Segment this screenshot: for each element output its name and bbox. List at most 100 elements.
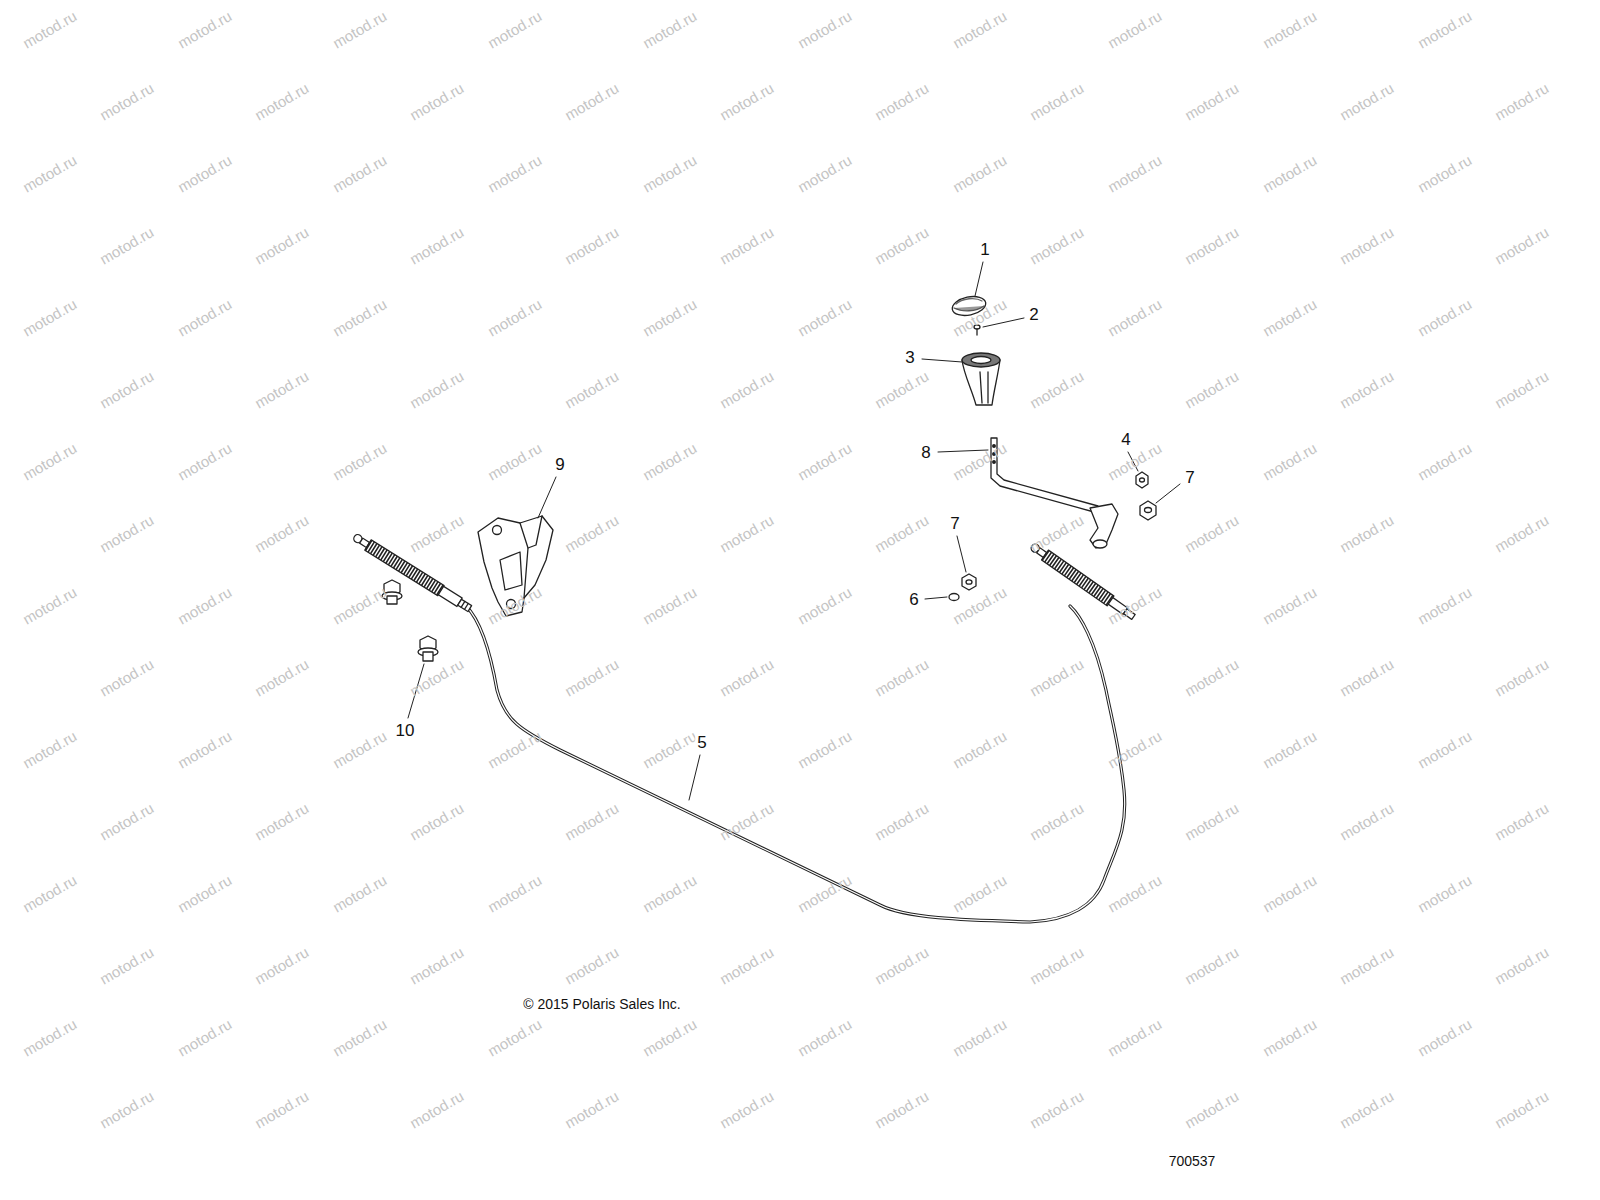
watermark: motod.ru (252, 944, 312, 988)
watermark: motod.ru (485, 1016, 545, 1060)
watermark: motod.ru (1415, 440, 1475, 484)
watermark: motod.ru (1337, 80, 1397, 124)
watermark: motod.ru (175, 584, 235, 628)
watermark: motod.ru (872, 368, 932, 412)
nut (1140, 501, 1156, 520)
watermark: motod.ru (1337, 656, 1397, 700)
callout-number: 7 (1183, 469, 1196, 488)
watermark: motod.ru (20, 728, 80, 772)
watermark: motod.ru (717, 944, 777, 988)
watermark: motod.ru (717, 656, 777, 700)
watermark: motod.ru (1105, 440, 1165, 484)
watermark: motod.ru (20, 872, 80, 916)
watermark: motod.ru (175, 152, 235, 196)
watermark: motod.ru (1182, 800, 1242, 844)
watermark: motod.ru (950, 872, 1010, 916)
watermark: motod.ru (717, 800, 777, 844)
watermark: motod.ru (175, 296, 235, 340)
watermark: motod.ru (330, 728, 390, 772)
watermark: motod.ru (1492, 512, 1552, 556)
watermark: motod.ru (1027, 224, 1087, 268)
watermark: motod.ru (20, 152, 80, 196)
drawing-number: 700537 (1167, 1154, 1218, 1169)
copyright-note: © 2015 Polaris Sales Inc. (521, 997, 682, 1012)
watermark: motod.ru (252, 368, 312, 412)
watermark: motod.ru (872, 944, 932, 988)
watermark: motod.ru (640, 296, 700, 340)
watermark: motod.ru (1260, 1016, 1320, 1060)
watermark: motod.ru (252, 1088, 312, 1132)
watermark: motod.ru (1027, 80, 1087, 124)
watermark: motod.ru (1337, 800, 1397, 844)
watermark: motod.ru (1105, 296, 1165, 340)
watermark: motod.ru (640, 728, 700, 772)
watermark: motod.ru (950, 728, 1010, 772)
watermark: motod.ru (175, 1016, 235, 1060)
watermark: motod.ru (20, 584, 80, 628)
watermark: motod.ru (97, 1088, 157, 1132)
watermark: motod.ru (407, 512, 467, 556)
watermark: motod.ru (717, 512, 777, 556)
watermark: motod.ru (1105, 152, 1165, 196)
watermark: motod.ru (252, 800, 312, 844)
watermark: motod.ru (640, 152, 700, 196)
watermark: motod.ru (1260, 584, 1320, 628)
watermark: motod.ru (20, 1016, 80, 1060)
watermark: motod.ru (1182, 512, 1242, 556)
watermark: motod.ru (20, 296, 80, 340)
watermark: motod.ru (20, 8, 80, 52)
watermark: motod.ru (407, 224, 467, 268)
watermark: motod.ru (872, 512, 932, 556)
watermark: motod.ru (485, 152, 545, 196)
watermark: motod.ru (97, 944, 157, 988)
watermark: motod.ru (330, 296, 390, 340)
watermark: motod.ru (1492, 1088, 1552, 1132)
watermark: motod.ru (717, 368, 777, 412)
watermark: motod.ru (1182, 656, 1242, 700)
watermark: motod.ru (97, 512, 157, 556)
watermark: motod.ru (1260, 8, 1320, 52)
watermark: motod.ru (795, 296, 855, 340)
shift-knob (962, 353, 1000, 405)
watermark: motod.ru (1027, 368, 1087, 412)
watermark: motod.ru (485, 728, 545, 772)
watermark: motod.ru (330, 1016, 390, 1060)
watermark: motod.ru (407, 656, 467, 700)
watermark: motod.ru (640, 1016, 700, 1060)
callout-number: 6 (907, 591, 920, 610)
watermark: motod.ru (1027, 1088, 1087, 1132)
watermark: motod.ru (1492, 80, 1552, 124)
cable (466, 606, 1125, 922)
watermark: motod.ru (640, 872, 700, 916)
watermark: motod.ru (562, 368, 622, 412)
callout-number: 4 (1119, 431, 1132, 450)
watermark: motod.ru (950, 152, 1010, 196)
callout-number: 3 (903, 349, 916, 368)
callout-number: 9 (553, 456, 566, 475)
watermark: motod.ru (330, 8, 390, 52)
watermark: motod.ru (1492, 800, 1552, 844)
callout-number: 7 (948, 515, 961, 534)
clip (949, 594, 959, 601)
watermark: motod.ru (640, 584, 700, 628)
watermark: motod.ru (640, 8, 700, 52)
watermark: motod.ru (1105, 8, 1165, 52)
leader-lines (408, 262, 1180, 800)
watermark: motod.ru (97, 656, 157, 700)
watermark: motod.ru (330, 152, 390, 196)
watermark: motod.ru (1415, 584, 1475, 628)
watermark: motod.ru (1182, 1088, 1242, 1132)
watermark: motod.ru (1337, 512, 1397, 556)
watermark: motod.ru (1415, 152, 1475, 196)
watermark: motod.ru (1260, 296, 1320, 340)
watermark: motod.ru (1260, 152, 1320, 196)
watermark: motod.ru (485, 872, 545, 916)
watermark: motod.ru (795, 728, 855, 772)
watermark: motod.ru (950, 1016, 1010, 1060)
watermark: motod.ru (97, 368, 157, 412)
watermark: motod.ru (1027, 512, 1087, 556)
watermark: motod.ru (950, 584, 1010, 628)
watermark: motod.ru (407, 944, 467, 988)
watermark: motod.ru (407, 1088, 467, 1132)
